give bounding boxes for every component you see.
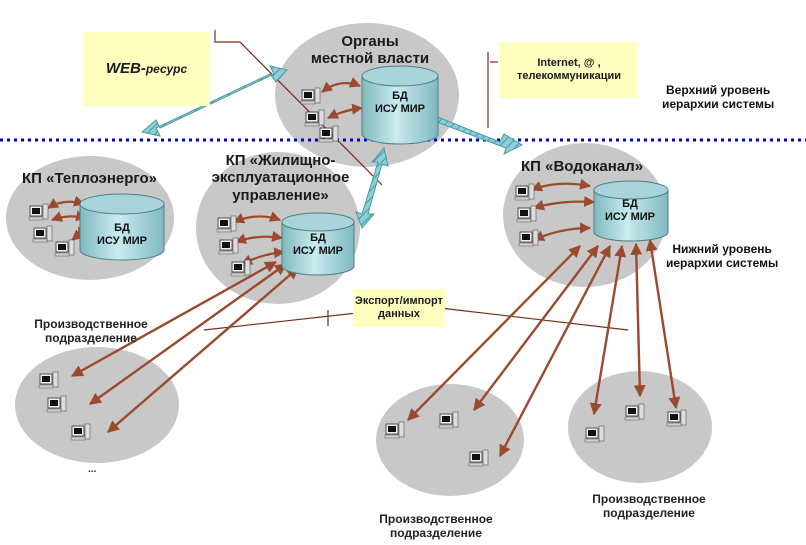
computer-icon: [516, 205, 537, 223]
computer-icon: [218, 237, 239, 255]
db-line1: БД: [622, 198, 638, 210]
internet-note: Internet, @ , телекоммуникации: [500, 42, 638, 98]
export-note-line2: данных: [378, 308, 420, 320]
subdivision-center-label: Производственное подразделение: [371, 512, 501, 541]
lower-level-line2: иерархии системы: [666, 255, 779, 270]
authorities-line2: местной власти: [310, 50, 430, 68]
db-label-teploenergo: БД ИСУ МИР: [94, 222, 150, 247]
db-line1: БД: [114, 222, 130, 234]
db-label-authorities: БД ИСУ МИР: [372, 90, 428, 115]
internet-note-line1: Internet, @ ,: [537, 56, 601, 69]
subdivision-right-line2: подразделение: [603, 505, 695, 520]
computers: [28, 87, 687, 467]
authorities-line1: Органы: [341, 33, 399, 50]
db-line2: ИСУ МИР: [604, 210, 655, 223]
web-note-small: ресурс: [145, 62, 188, 76]
vodokanal-line1: КП «Водоканал»: [521, 158, 644, 175]
lower-level-line1: Нижний уровень: [672, 242, 772, 256]
db-line1: БД: [392, 90, 408, 102]
database-icon: [361, 65, 439, 145]
export-note-line1: Экспорт/импорт: [355, 294, 443, 307]
db-line2: ИСУ МИР: [374, 102, 425, 115]
subdivision-right-label: Производственное подразделение: [584, 492, 714, 521]
computer-icon: [28, 203, 49, 221]
database-icon: [281, 212, 355, 276]
teploenergo-title: КП «Теплоэнерго»: [22, 170, 157, 187]
subdivision-left-line1: Производственное: [34, 317, 148, 331]
computer-icon: [624, 403, 645, 421]
web-resource-note: WEB-ресурс: [83, 32, 210, 106]
db-line2: ИСУ МИР: [292, 244, 343, 257]
lower-level-label: Нижний уровень иерархии системы: [666, 242, 779, 271]
upper-level-line1: Верхний уровень: [666, 83, 771, 97]
vodokanal-title: КП «Водоканал»: [521, 158, 643, 175]
db-label-vodokanal: БД ИСУ МИР: [602, 198, 658, 223]
subdivision-right-line1: Производственное: [592, 492, 706, 506]
computer-icon: [584, 425, 605, 443]
subdivision-left-label: Производственное подразделение: [26, 317, 156, 346]
internet-note-line2: телекоммуникации: [517, 70, 621, 82]
housing-line3: управление»: [232, 186, 329, 204]
subdivision-center-line2: подразделение: [390, 525, 482, 540]
computer-icon: [32, 225, 53, 243]
housing-line2: эксплуатационное: [211, 169, 350, 187]
computer-icon: [318, 125, 339, 143]
db-line1: БД: [310, 232, 326, 244]
computer-icon: [514, 183, 535, 201]
web-note-big: WEB-: [105, 60, 146, 77]
data-flow-arrows: [70, 238, 681, 458]
computer-icon: [468, 449, 489, 467]
subdivision-center-line1: Производственное: [379, 512, 493, 526]
computer-icon: [230, 259, 251, 277]
database-icon: [593, 180, 669, 242]
computer-icon: [300, 87, 321, 105]
upper-level-label: Верхний уровень иерархии системы: [662, 83, 775, 112]
computer-icon: [438, 411, 459, 429]
authorities-title: Органы местной власти: [305, 33, 435, 68]
subdivision-center-ellipse: [376, 384, 524, 496]
subdivision-left-ellipsis-text: ...: [88, 464, 97, 475]
computer-icon: [666, 409, 687, 427]
subdivision-left-ellipse: [15, 347, 179, 463]
computer-icon: [46, 395, 67, 413]
database-icon: [79, 193, 165, 261]
computer-icon: [384, 421, 405, 439]
computer-icon: [304, 109, 325, 127]
export-note: Экспорт/импорт данных: [353, 289, 445, 327]
housing-line1: КП «Жилищно-: [225, 152, 336, 169]
db-line2: ИСУ МИР: [96, 234, 147, 247]
housing-title: КП «Жилищно- эксплуатационное управление…: [203, 152, 358, 204]
computer-icon: [216, 215, 237, 233]
computer-icon: [38, 371, 59, 389]
db-label-housing: БД ИСУ МИР: [290, 232, 346, 257]
subdivision-left-line2: подразделение: [45, 330, 137, 345]
computer-icon: [518, 229, 539, 247]
subdivision-left-ellipsis: ...: [88, 464, 96, 476]
computer-icon: [54, 239, 75, 257]
teploenergo-line1: КП «Теплоэнерго»: [22, 170, 157, 187]
upper-level-line2: иерархии системы: [662, 96, 775, 111]
computer-icon: [70, 423, 91, 441]
